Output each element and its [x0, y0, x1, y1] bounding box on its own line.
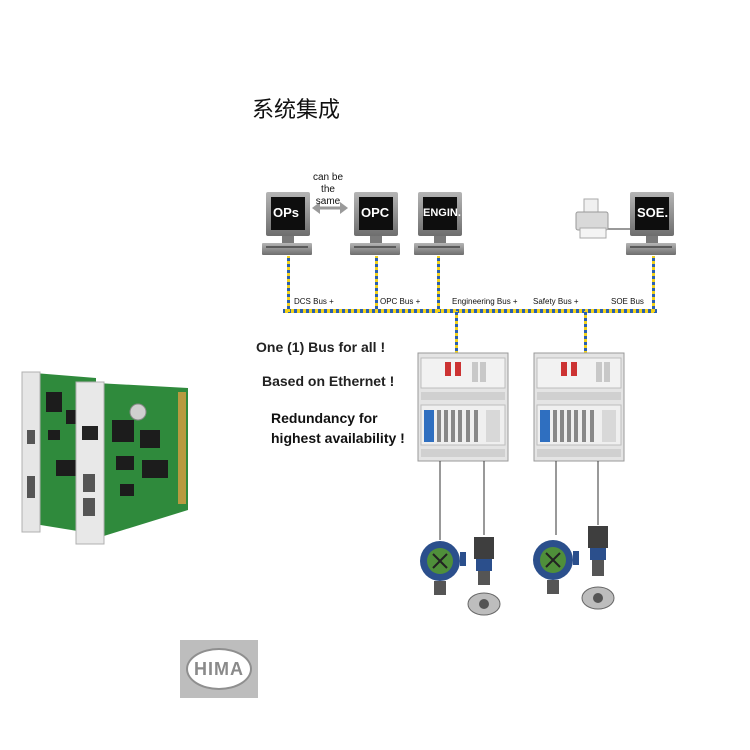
main-bus: [283, 309, 657, 313]
same-note-line-1: can be: [312, 172, 344, 183]
valve-2-icon: [581, 526, 615, 610]
cabinet-1-icon: [417, 352, 509, 462]
callout-redundancy-line-1: Redundancy for: [271, 410, 378, 426]
bus-label-safety: Safety Bus +: [533, 297, 579, 306]
monitor-ops-label: OPs: [273, 205, 300, 220]
monitor-opc-label: OPC: [361, 205, 390, 220]
callout-redundancy-line-2: highest availability !: [271, 430, 405, 446]
bus-drop-opc: [375, 256, 378, 312]
bus-drop-cabinet-2: [584, 311, 587, 353]
same-note: can be the same: [310, 172, 346, 208]
diagram-title: 系统集成: [252, 98, 341, 123]
bus-drop-ops: [287, 256, 290, 312]
callout-one-bus: One (1) Bus for all !: [256, 339, 386, 355]
monitor-soe-label: SOE.: [637, 205, 669, 220]
monitor-opc-icon: [350, 192, 400, 255]
same-note-line-2: the same: [315, 184, 341, 207]
bus-label-engineering: Engineering Bus +: [452, 297, 518, 306]
bus-label-dcs: DCS Bus +: [294, 297, 334, 306]
bus-drop-engin: [437, 256, 440, 312]
transmitter-1-icon: [420, 541, 466, 595]
bus-drop-cabinet-1: [455, 311, 458, 353]
monitor-engin-icon: [414, 192, 464, 255]
cabinet-2-icon: [533, 352, 625, 462]
io-module-card-2-icon: [75, 381, 188, 545]
double-arrow-icon: [312, 202, 348, 214]
printer-icon: [575, 198, 630, 239]
valve-1-icon: [467, 537, 501, 616]
bus-drop-soe: [652, 256, 655, 312]
monitor-engin-label: ENGIN.: [423, 207, 461, 219]
hima-logo-text: HIMA: [194, 658, 244, 679]
callout-ethernet: Based on Ethernet !: [262, 373, 395, 389]
monitor-ops-icon: [262, 192, 312, 255]
monitor-soe-icon: [626, 192, 676, 255]
bus-label-soe: SOE Bus: [611, 297, 644, 306]
hima-logo: HIMA: [186, 648, 252, 690]
bus-label-opc: OPC Bus +: [380, 297, 421, 306]
transmitter-2-icon: [533, 540, 579, 594]
